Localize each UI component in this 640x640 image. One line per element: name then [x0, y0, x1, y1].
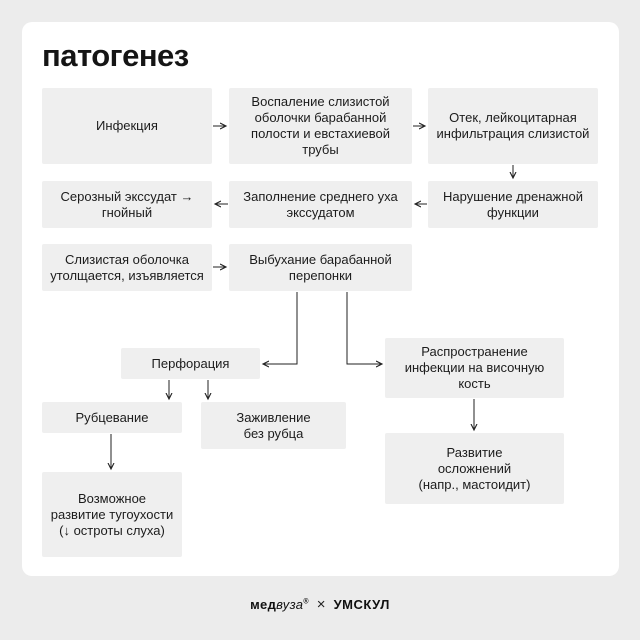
- node-complications: Развитие осложнений (напр., мастоидит): [385, 433, 564, 504]
- node-drainage: Нарушение дренажной функции: [428, 181, 598, 228]
- node-healing: Заживление без рубца: [201, 402, 346, 449]
- page-title: патогенез: [42, 38, 189, 73]
- node-infection: Инфекция: [42, 88, 212, 164]
- node-inflammation: Воспаление слизистой оболочки барабанной…: [229, 88, 412, 164]
- arrow-bulging-to-perforation: [263, 292, 298, 364]
- node-scarring: Рубцевание: [42, 402, 182, 433]
- node-spread: Распространение инфекции на височную кос…: [385, 338, 564, 398]
- node-exudate: Серозный экссудат → гнойный: [42, 181, 212, 228]
- node-edema: Отек, лейкоцитарная инфильтрация слизист…: [428, 88, 598, 164]
- node-hearing: Возможное развитие тугоухости (↓ остроты…: [42, 472, 182, 557]
- node-filling: Заполнение среднего уха экссудатом: [229, 181, 412, 228]
- node-bulging: Выбухание барабанной перепонки: [229, 244, 412, 291]
- footer: медвуза® × УМСКУЛ: [0, 596, 640, 613]
- medvuza-logo: медвуза®: [250, 597, 309, 612]
- node-thickening: Слизистая оболочка утолщается, изъявляет…: [42, 244, 212, 291]
- separator-cross: ×: [316, 596, 326, 613]
- node-perforation: Перфорация: [121, 348, 260, 379]
- arrow-bulging-to-spread: [346, 292, 382, 364]
- umskul-logo: УМСКУЛ: [333, 597, 390, 612]
